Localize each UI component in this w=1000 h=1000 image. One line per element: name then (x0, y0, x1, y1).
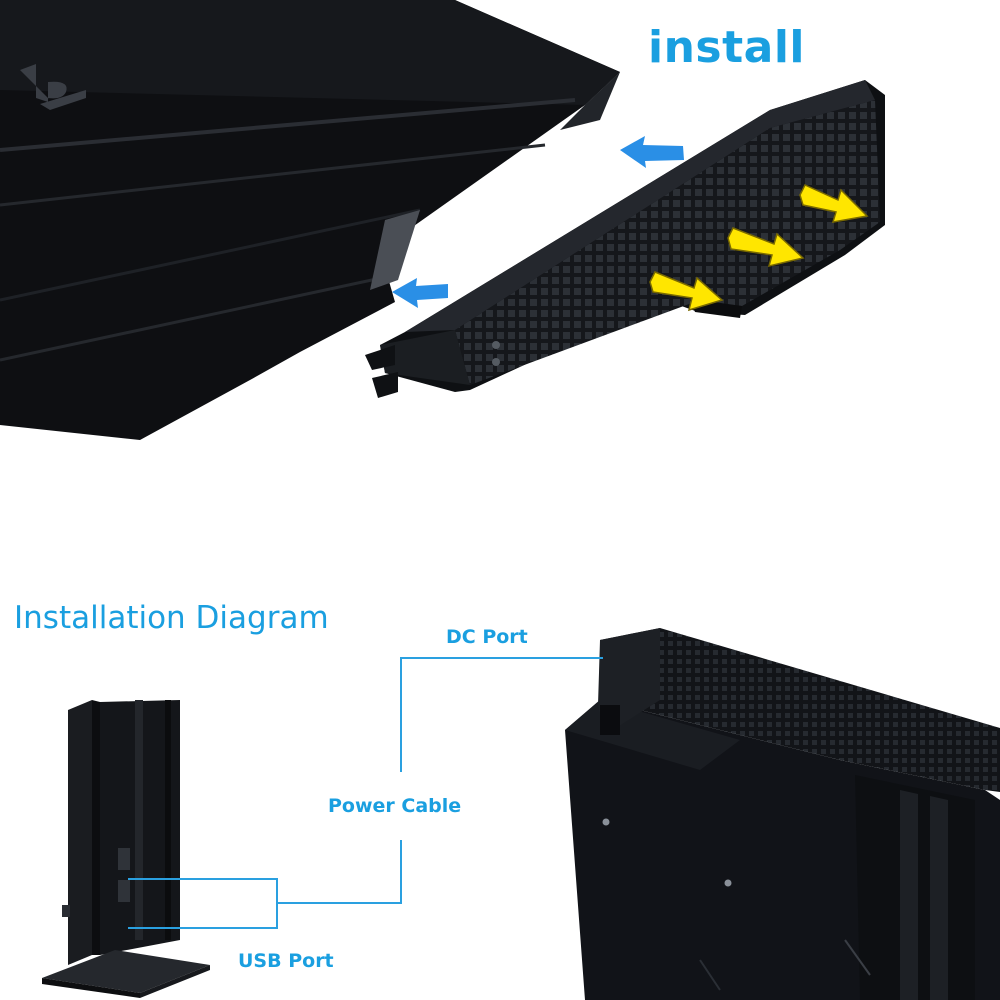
power-to-dc-line (400, 657, 603, 772)
install-arrow-icon (620, 136, 684, 168)
cooling-fan-accessory (365, 80, 885, 398)
dc-port-label: DC Port (446, 626, 528, 648)
install-arrow-icon (392, 278, 448, 308)
fan-attached-closeup (565, 628, 1000, 1000)
console-top-view (0, 0, 620, 440)
install-heading: install (648, 22, 805, 73)
airflow-arrow-icon (649, 271, 724, 312)
install-arrow-icons (392, 136, 684, 308)
console-vertical-view (42, 700, 210, 998)
playstation-logo-icon (20, 64, 86, 110)
connection-leader-lines (128, 657, 603, 929)
usb-port-label: USB Port (238, 950, 334, 972)
usb-to-power-line (277, 840, 402, 904)
power-cable-label: Power Cable (328, 795, 462, 817)
airflow-arrow-icons (649, 184, 869, 312)
installation-diagram-heading: Installation Diagram (14, 600, 329, 636)
airflow-arrow-icon (727, 227, 805, 268)
airflow-arrow-icon (799, 184, 869, 223)
